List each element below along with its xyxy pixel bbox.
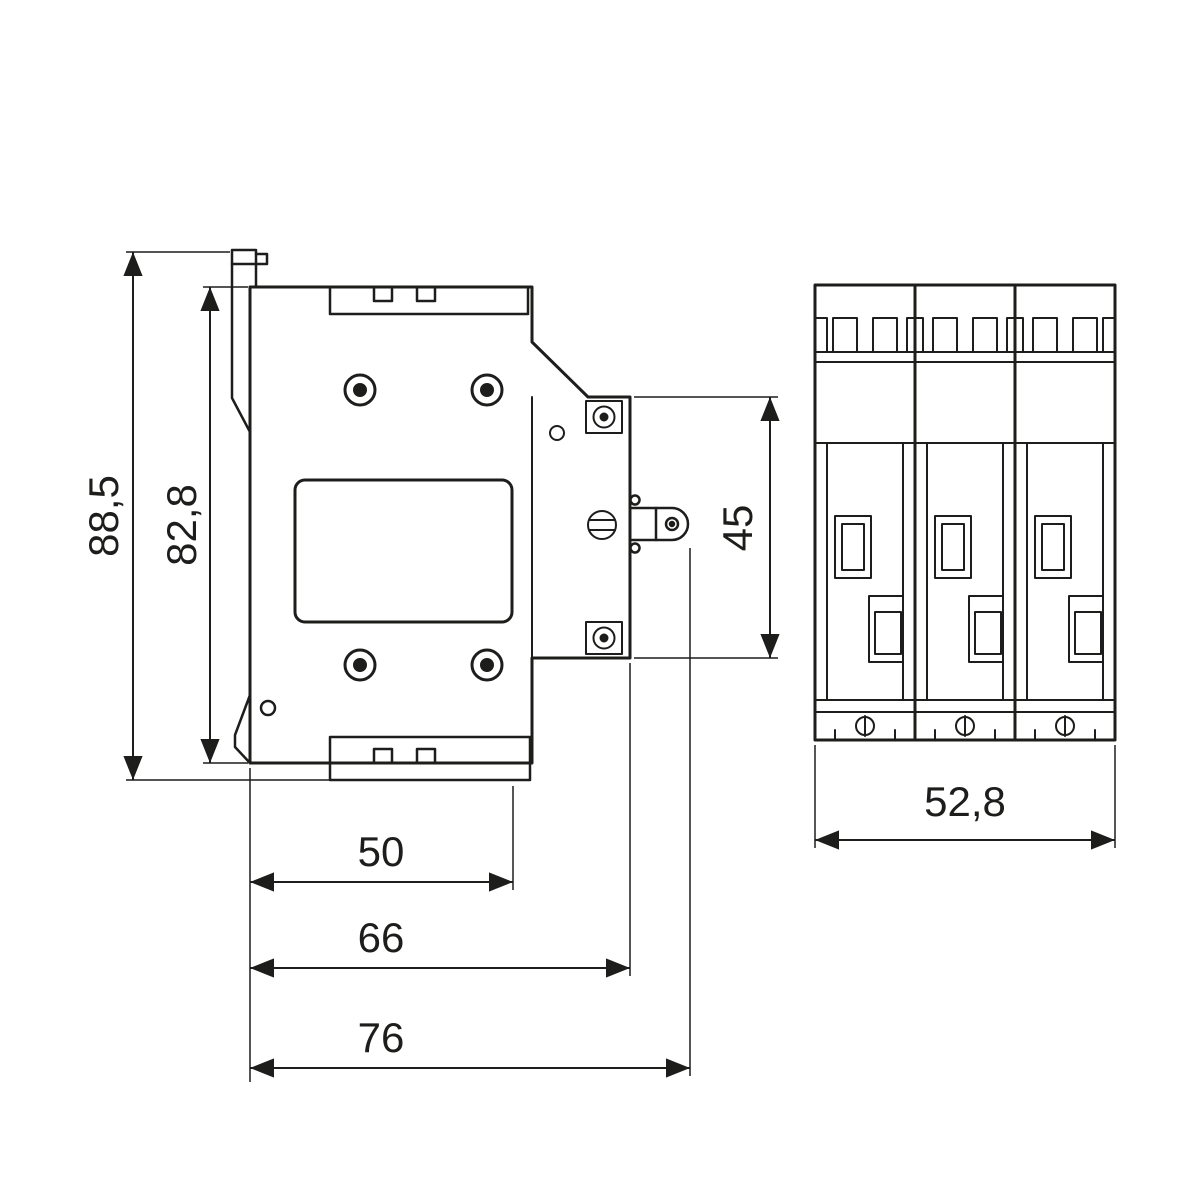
dim-front-section-height: 45 [634, 396, 780, 659]
dim-body-height-label: 82,8 [158, 484, 205, 566]
dim-depth-to-face: 66 [250, 663, 631, 978]
bottom-tab-detail [328, 735, 532, 782]
top-tab-detail [328, 285, 530, 316]
upper-terminal [549, 400, 623, 441]
pole-module-1 [825, 316, 905, 742]
front-view [813, 283, 1117, 742]
dim-overall-height-label: 88,5 [80, 475, 127, 557]
side-view-outline [248, 285, 632, 765]
dim-overall-height: 88,5 [80, 251, 330, 781]
pole-module-2 [925, 316, 1005, 742]
toggle-lever [629, 494, 690, 554]
front-horizontal-lines [814, 351, 1116, 713]
dim-front-width: 52,8 [814, 745, 1116, 850]
front-edge-tabs [814, 317, 1116, 353]
dim-body-height: 82,8 [158, 286, 248, 764]
dim-body-depth-label: 50 [358, 828, 405, 875]
dim-overall-depth-label: 76 [358, 1014, 405, 1061]
center-window [293, 478, 514, 624]
mounting-holes [343, 373, 504, 682]
dim-depth-to-face-label: 66 [358, 914, 405, 961]
dim-overall-depth: 76 [250, 548, 691, 1078]
lower-terminal [585, 621, 623, 655]
dim-front-section-height-label: 45 [714, 505, 761, 552]
bottom-foot [233, 693, 277, 765]
dim-front-width-label: 52,8 [924, 778, 1006, 825]
dim-body-depth: 50 [249, 768, 514, 1082]
dimension-annotations: 88,5 82,8 45 50 66 [80, 251, 1116, 1082]
front-view-outline [813, 283, 1117, 742]
din-clip [230, 248, 269, 434]
side-view [230, 248, 690, 782]
center-screw [587, 510, 617, 540]
pole-module-3 [1025, 316, 1105, 742]
